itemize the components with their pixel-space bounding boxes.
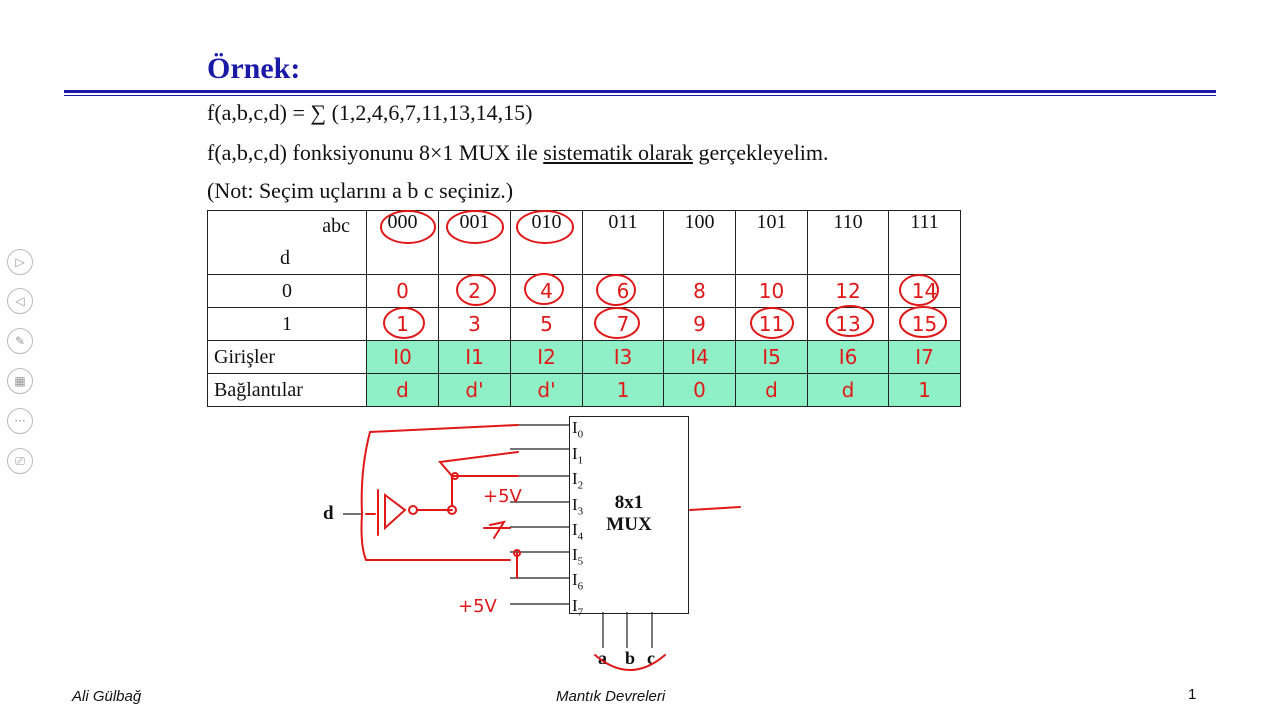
mux-label: 8x1 MUX — [569, 492, 689, 536]
mux-input-prefix: I — [572, 418, 578, 437]
mux-input-label: I6 — [572, 570, 583, 592]
task-statement: f(a,b,c,d) fonksiyonunu 8×1 MUX ile sist… — [207, 140, 829, 166]
minterm-cell: 9 — [663, 307, 736, 341]
connection-cell: d — [735, 373, 808, 407]
header-corner-cell: abc d — [207, 210, 367, 275]
select-c: c — [647, 648, 655, 668]
mux-input-index: 1 — [577, 454, 584, 467]
row-label-connections: Bağlantılar — [207, 373, 367, 407]
input-cell: I1 — [438, 340, 511, 374]
minterm-cell: 8 — [663, 274, 736, 308]
slide-grid-icon[interactable]: ▦ — [7, 368, 33, 394]
col-header: 111 — [888, 210, 961, 275]
mux-input-index: 6 — [577, 580, 584, 593]
play-prev-icon[interactable]: ◁ — [7, 288, 33, 314]
mux-input-index: 3 — [577, 505, 584, 518]
title-rule-thin — [64, 95, 1216, 96]
mux-input-label: I7 — [572, 596, 583, 618]
task-text-underlined: sistematik olarak — [543, 140, 693, 165]
function-definition: f(a,b,c,d) = ∑ (1,2,4,6,7,11,13,14,15) — [207, 100, 533, 125]
title-rule — [64, 90, 1216, 93]
mux-block — [569, 416, 689, 614]
mux-label-size: 8x1 — [614, 492, 644, 513]
presenter-icon[interactable]: ⎚ — [7, 448, 33, 474]
mux-input-label: I1 — [572, 444, 583, 466]
mux-input-label: I3 — [572, 495, 583, 517]
col-header: 011 — [582, 210, 664, 275]
mux-input-label: I0 — [572, 418, 583, 440]
input-cell: I6 — [807, 340, 889, 374]
mux-input-prefix: I — [572, 596, 578, 615]
task-text-b: gerçekleyelim. — [692, 140, 829, 165]
header-d: d — [280, 247, 290, 269]
input-cell: I7 — [888, 340, 961, 374]
minterm-cell: 13 — [807, 307, 889, 341]
col-header: 100 — [663, 210, 736, 275]
connection-cell: 0 — [663, 373, 736, 407]
select-a: a — [598, 648, 607, 668]
mux-input-index: 7 — [577, 606, 584, 619]
minterm-cell: 11 — [735, 307, 808, 341]
mux-input-prefix: I — [572, 444, 578, 463]
input-cell: I5 — [735, 340, 808, 374]
connection-cell: d — [366, 373, 439, 407]
connection-cell: 1 — [582, 373, 664, 407]
note-line: (Not: Seçim uçlarını a b c seçiniz.) — [207, 178, 514, 203]
mux-input-index: 0 — [577, 428, 584, 441]
mux-input-index: 2 — [577, 479, 584, 492]
connection-cell: d' — [438, 373, 511, 407]
input-cell: I0 — [366, 340, 439, 374]
mux-input-index: 5 — [577, 555, 584, 568]
mux-label-type: MUX — [606, 514, 652, 535]
connection-cell: 1 — [888, 373, 961, 407]
header-abc: abc — [322, 215, 350, 237]
minterm-cell: 6 — [582, 274, 664, 308]
handwritten-annotations — [360, 210, 947, 671]
mux-input-prefix: I — [572, 545, 578, 564]
mux-truth-table: abc d 000 001 010 011 100 101 110 111 0 … — [207, 210, 961, 407]
mux-input-label: I4 — [572, 520, 583, 542]
minterm-cell: 10 — [735, 274, 808, 308]
plus5v-labels: +5V +5V — [458, 486, 523, 617]
mux-input-index: 4 — [577, 530, 584, 543]
row-label-d0: 0 — [207, 274, 367, 308]
mux-input-prefix: I — [572, 570, 578, 589]
select-b: b — [625, 648, 636, 668]
mux-input-prefix: I — [572, 520, 578, 539]
d-input-label: d — [323, 503, 334, 524]
col-header: 110 — [807, 210, 889, 275]
more-icon[interactable]: ··· — [7, 408, 33, 434]
mux-input-label: I5 — [572, 545, 583, 567]
slide-title: Örnek: — [207, 52, 301, 85]
plus5v-i3: +5V — [483, 486, 523, 507]
mux-input-wires — [343, 424, 653, 648]
footer-course: Mantık Devreleri — [556, 688, 666, 705]
page-number: 1 — [1188, 686, 1197, 703]
footer-author: Ali Gülbağ — [72, 688, 142, 705]
pen-icon[interactable]: ✎ — [7, 328, 33, 354]
mux-input-label: I2 — [572, 469, 583, 491]
connection-cell: d' — [510, 373, 583, 407]
col-header: 000 — [366, 210, 439, 275]
connection-cell: d — [807, 373, 889, 407]
play-next-icon[interactable]: ▷ — [7, 249, 33, 275]
minterm-cell: 4 — [510, 274, 583, 308]
mux-input-prefix: I — [572, 469, 578, 488]
task-text-a: f(a,b,c,d) fonksiyonunu 8×1 MUX ile — [207, 140, 544, 165]
mux-input-prefix: I — [572, 495, 578, 514]
plus5v-i7: +5V — [458, 596, 498, 617]
